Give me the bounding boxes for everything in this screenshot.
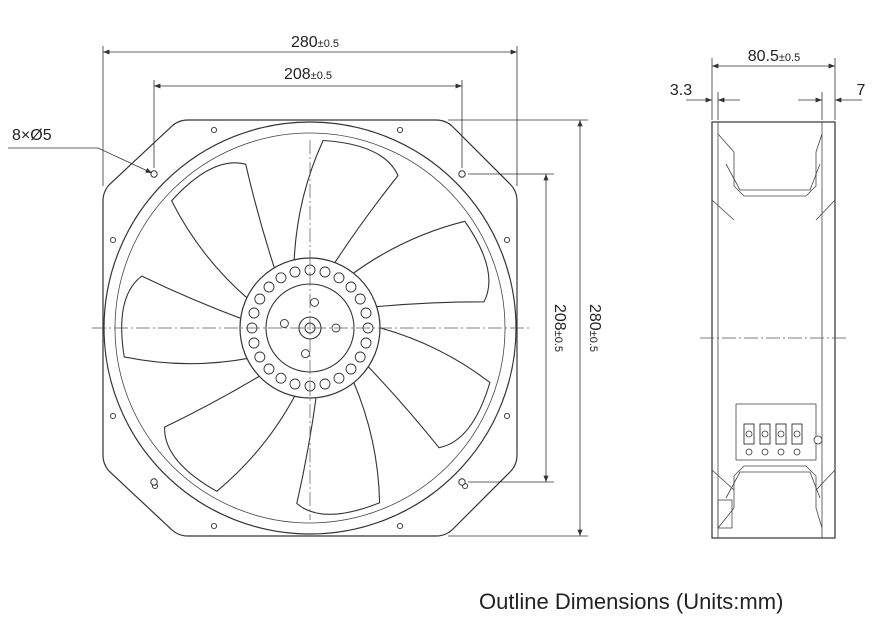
hub-hole [275, 372, 287, 384]
terminal-screw [777, 448, 785, 456]
hub-screw [279, 319, 289, 328]
fan-blade [349, 220, 490, 308]
fan-blade [364, 326, 491, 449]
hub-hole [263, 281, 275, 293]
mounting-hole [150, 170, 158, 178]
terminal-screw [813, 435, 823, 445]
side-lower-step [717, 499, 733, 529]
side-venturi-bottom-inner [725, 471, 821, 499]
hub-hole [345, 363, 357, 375]
terminal-screw [761, 448, 769, 456]
hub-hole [254, 293, 266, 305]
hub-hole [263, 363, 275, 375]
fan-frame [102, 119, 518, 537]
side-detail [711, 469, 735, 491]
side-venturi-bottom [717, 465, 823, 529]
side-detail [815, 469, 836, 491]
hub-hole [360, 307, 372, 319]
fan-blade [296, 378, 381, 515]
terminal-screw [761, 430, 769, 438]
terminal-screw [793, 430, 801, 438]
hub-screw [310, 297, 319, 307]
terminal-screw [745, 430, 753, 438]
frame-rivet [210, 522, 218, 530]
dim-depth-label: 80.5±0.5 [748, 48, 800, 65]
hub-hole [254, 351, 266, 363]
dim-width-label: 280±0.5 [291, 34, 339, 51]
dim-hole-spacing-label: 208±0.5 [284, 66, 332, 83]
side-venturi-top-inner [725, 163, 821, 191]
frame-rivet [396, 522, 404, 530]
side-venturi-top [717, 133, 823, 197]
hub-hole [319, 378, 331, 390]
fan-blades [121, 139, 491, 515]
hub-hole [248, 307, 260, 319]
frame-rivet [109, 412, 117, 420]
terminal-screw [777, 430, 785, 438]
dim-hole-spacing-v-label: 208±0.5 [551, 304, 568, 352]
hub-hole [289, 266, 301, 278]
frame-rivet [109, 236, 117, 244]
terminal-block [735, 403, 823, 461]
mounting-holes [150, 170, 466, 486]
dim-flange-left-label: 3.3 [670, 82, 692, 99]
mounting-hole [150, 478, 158, 486]
drawing-caption: Outline Dimensions (Units:mm) [479, 589, 784, 614]
terminal-screw [745, 448, 753, 456]
hub-hole [333, 372, 345, 384]
fan-blade [121, 275, 252, 365]
hub-hole [275, 272, 287, 284]
mounting-hole [458, 170, 466, 178]
hub-hole [289, 378, 301, 390]
dim-flange-right-label: 7 [857, 82, 866, 99]
side-detail [711, 199, 735, 221]
frame-rivet [503, 236, 511, 244]
side-view: 80.5±0.5 3.3 7 [670, 48, 866, 539]
hub-hole [360, 337, 372, 349]
fan-blade [170, 162, 277, 302]
hub-screw-holes [279, 297, 341, 359]
dim-height-label: 280±0.5 [586, 304, 603, 352]
fan-blade [164, 373, 298, 492]
hub-hole [319, 266, 331, 278]
mounting-hole [458, 478, 466, 486]
hole-callout-leader [8, 147, 153, 174]
frame-rivet [210, 126, 218, 134]
front-view: 280±0.5 208±0.5 8×Ø5 280±0.5 208±0.5 [8, 34, 603, 537]
hub-screw [301, 349, 310, 359]
side-detail [815, 199, 836, 221]
terminal-screw [793, 448, 801, 456]
fan-blade [293, 139, 399, 267]
hub-hole [345, 281, 357, 293]
terminal-housing [735, 403, 817, 461]
frame-rivet [396, 126, 404, 134]
hole-callout-label: 8×Ø5 [12, 127, 52, 144]
hub-hole [354, 293, 366, 305]
hub-hole [354, 351, 366, 363]
frame-rivet [503, 412, 511, 420]
side-body [711, 121, 836, 539]
hub-hole [333, 272, 345, 284]
hub-hole [248, 337, 260, 349]
